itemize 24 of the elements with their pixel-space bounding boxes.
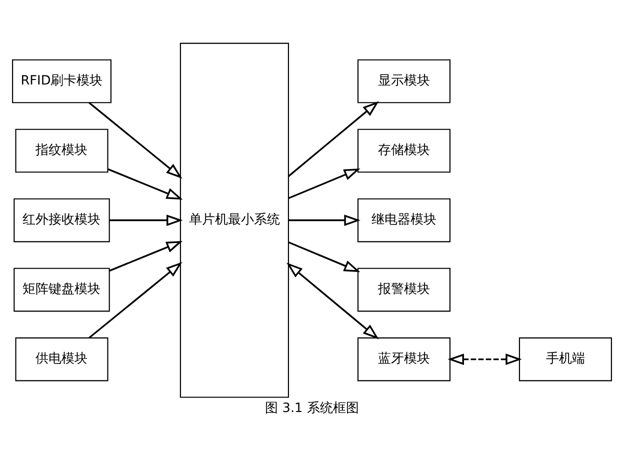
node-box: 报警模块	[357, 267, 450, 312]
node-box: 蓝牙模块	[357, 336, 450, 381]
arrow	[288, 168, 360, 199]
node-box: 存储模块	[357, 128, 450, 172]
node-box: 手机端	[518, 336, 612, 381]
caption: 图 3.1 系统框图	[265, 400, 359, 416]
arrow	[286, 262, 379, 339]
node-box: 显示模块	[357, 58, 450, 103]
arrow	[288, 100, 379, 176]
arrow	[88, 102, 182, 178]
arrow	[288, 240, 360, 272]
node-box: 单片机最小系统	[180, 42, 289, 398]
node-box: 继电器模块	[357, 198, 450, 242]
node-box: 供电模块	[15, 336, 108, 381]
node-box: 指纹模块	[15, 128, 108, 172]
node-box: 红外接收模块	[14, 198, 110, 242]
arrow	[448, 353, 522, 364]
arrow	[88, 261, 182, 338]
node-box: RFID刷卡模块	[12, 58, 112, 103]
arrow	[109, 240, 183, 272]
arrow	[288, 214, 360, 226]
arrow	[108, 168, 183, 200]
arrow	[109, 214, 183, 226]
node-box: 矩阵键盘模块	[14, 267, 110, 312]
